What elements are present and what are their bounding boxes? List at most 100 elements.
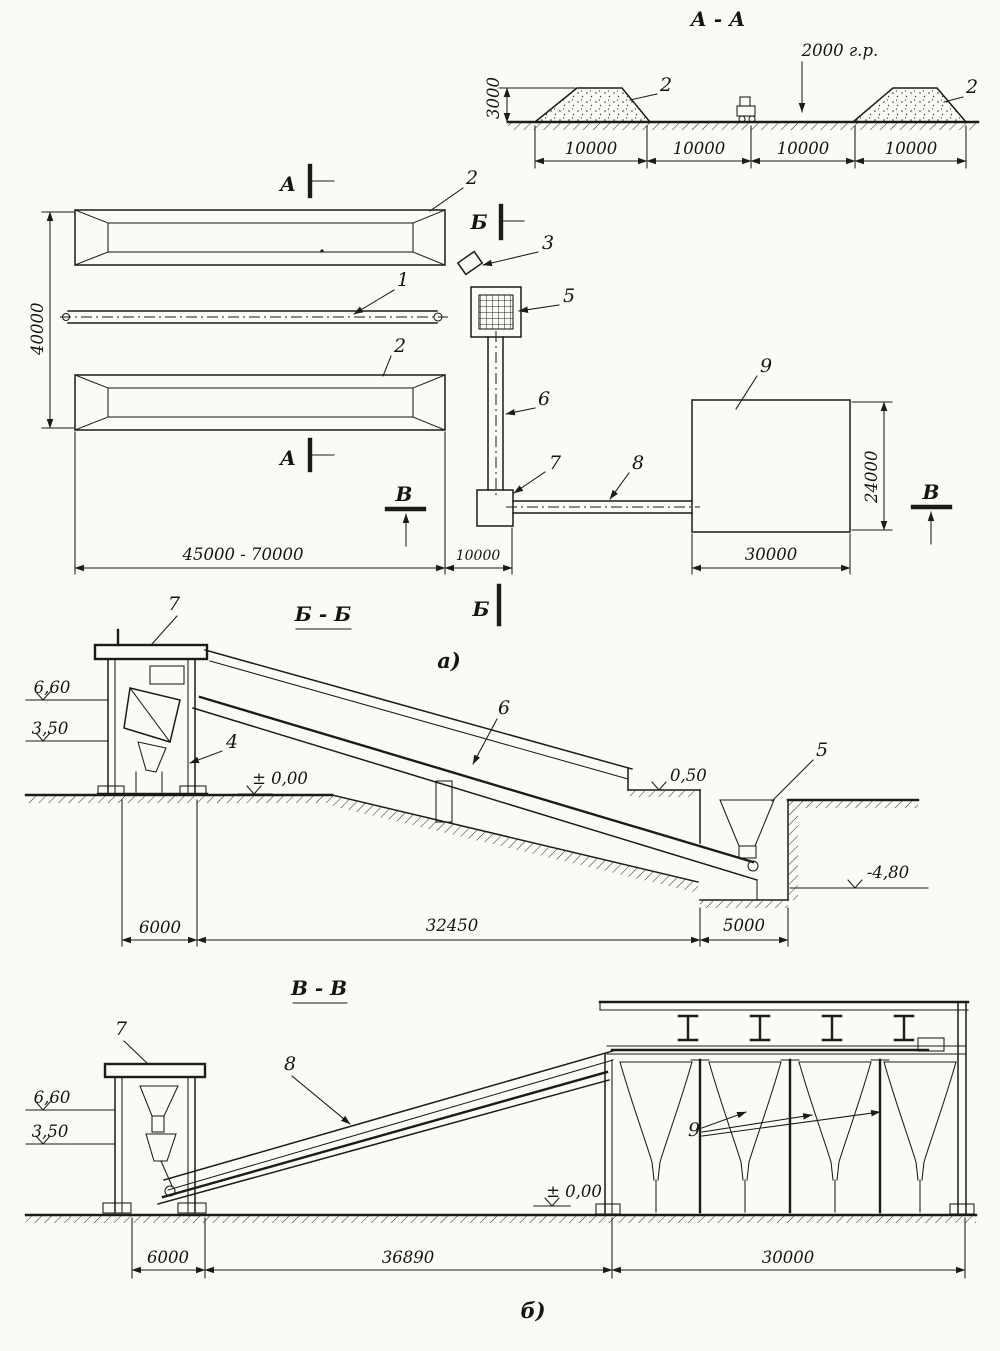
callout-4: 4 (225, 731, 238, 753)
svg-text:Б: Б (469, 210, 487, 234)
bb-gallery (192, 649, 759, 881)
grain-pile-right (850, 87, 968, 123)
plan-item-6 (487, 331, 504, 497)
callout-1: 1 (397, 269, 409, 291)
callout-8: 8 (632, 452, 644, 474)
storage-bins (619, 1061, 957, 1213)
callout-6-bb: 6 (498, 697, 510, 719)
dim-row-10000: 10000 10000 10000 10000 (534, 125, 967, 169)
section-cut-b-top: Б (469, 203, 525, 241)
section-cut-a-bottom: А (278, 437, 335, 473)
svg-text:± 0,00: ± 0,00 (546, 1182, 602, 1201)
callout-9-vv: 9 (688, 1119, 700, 1141)
elev-3-50-vv: 3,50 (25, 1122, 116, 1145)
svg-text:5000: 5000 (723, 916, 765, 935)
svg-text:В - В: В - В (290, 976, 347, 1000)
bb-separator-4 (123, 665, 185, 793)
vv-tower (102, 1062, 207, 1214)
svg-text:40000: 40000 (28, 303, 47, 357)
callout-2-left: 2 (659, 74, 672, 96)
grain-pile-left (532, 87, 652, 123)
plan-pile-top (74, 209, 446, 266)
svg-text:6,60: 6,60 (34, 1088, 71, 1107)
elev-minus-4-80: -4,80 (789, 863, 929, 889)
svg-text:Б - Б: Б - Б (294, 602, 351, 626)
plan-conveyor-1 (60, 310, 448, 324)
svg-text:6000: 6000 (139, 918, 181, 937)
callout-2-right: 2 (965, 76, 978, 98)
bb-tower (93, 628, 209, 796)
section-vv: В - В 7 6,60 3,50 (24, 976, 978, 1323)
vv-dims: 6000 36890 30000 (131, 1217, 966, 1279)
section-aa-title: А - А (689, 7, 746, 31)
ground-line (506, 120, 980, 130)
svg-text:30000: 30000 (762, 1248, 815, 1267)
vv-sub-label: б) (520, 1298, 545, 1323)
svg-text:Б: Б (471, 597, 489, 621)
plan-view: А А Б Б В В (28, 163, 953, 673)
section-cut-v-right: В (910, 480, 953, 545)
section-cut-b-bottom: Б (471, 583, 502, 627)
svg-text:В: В (395, 482, 413, 506)
svg-text:36890: 36890 (382, 1248, 435, 1267)
svg-text:А: А (278, 172, 296, 196)
plan-bottom-dims: 45000 - 70000 10000 30000 (74, 431, 851, 575)
bb-dims: 6000 32450 5000 (121, 799, 789, 947)
svg-text:± 0,00: ± 0,00 (252, 769, 308, 788)
elev-zero-bb: ± 0,00 (237, 769, 308, 795)
callout-8-vv: 8 (284, 1053, 296, 1075)
vv-ground (24, 1213, 978, 1223)
callout-5-bb: 5 (816, 739, 828, 761)
plan-item-5 (470, 286, 522, 338)
svg-text:3,50: 3,50 (32, 719, 69, 738)
dim-3000: 3000 (484, 77, 576, 123)
vv-building (595, 1000, 975, 1215)
svg-text:0,50: 0,50 (670, 766, 707, 785)
plan-item-8 (506, 500, 700, 514)
svg-text:10000: 10000 (885, 139, 938, 158)
section-cut-v-left: В (384, 482, 427, 547)
elev-3-50-bb: 3,50 (25, 719, 109, 742)
loader-symbol (736, 96, 756, 123)
svg-text:-4,80: -4,80 (867, 863, 909, 882)
elev-6-60-bb: 6,60 (25, 678, 109, 701)
elev-zero-vv: ± 0,00 (533, 1182, 602, 1207)
callout-7-vv: 7 (115, 1018, 128, 1040)
section-aa: А - А 2000 г.р. 2 2 3000 (484, 7, 980, 169)
plan-sub-label: а) (437, 648, 461, 673)
svg-text:10000: 10000 (565, 139, 618, 158)
groundwater-note: 2000 г.р. (801, 41, 879, 60)
plan-pile-bottom (74, 374, 446, 431)
svg-text:А: А (278, 446, 296, 470)
bb-pit (627, 767, 798, 908)
callout-7-bb: 7 (168, 593, 181, 615)
svg-text:32450: 32450 (426, 916, 479, 935)
vv-gallery (157, 1049, 617, 1205)
elev-0-50: 0,50 (643, 766, 707, 791)
plan-item-9 (691, 399, 851, 533)
bb-ground (24, 793, 920, 893)
callout-5: 5 (563, 285, 575, 307)
i-beam-icons (677, 1014, 915, 1042)
svg-text:24000: 24000 (862, 451, 881, 505)
svg-text:6000: 6000 (147, 1248, 189, 1267)
plan-item-3 (456, 250, 484, 276)
section-vv-title: В - В (290, 976, 348, 1004)
svg-text:3000: 3000 (484, 77, 503, 119)
section-bb: Б - Б 7 4 6,60 (24, 593, 929, 947)
dim-24000: 24000 (851, 401, 893, 531)
svg-text:10000: 10000 (456, 548, 501, 564)
section-cut-a-top: А (278, 163, 335, 199)
section-bb-title: Б - Б (294, 602, 352, 630)
svg-text:10000: 10000 (777, 139, 830, 158)
svg-text:3,50: 3,50 (32, 1122, 69, 1141)
elev-6-60-vv: 6,60 (25, 1088, 116, 1111)
callout-7: 7 (549, 452, 562, 474)
svg-text:10000: 10000 (673, 139, 726, 158)
dim-40000: 40000 (28, 211, 76, 429)
plan-item-7 (476, 489, 514, 527)
callout-2-top: 2 (465, 167, 478, 189)
callout-6: 6 (538, 388, 550, 410)
callout-3: 3 (542, 232, 554, 254)
